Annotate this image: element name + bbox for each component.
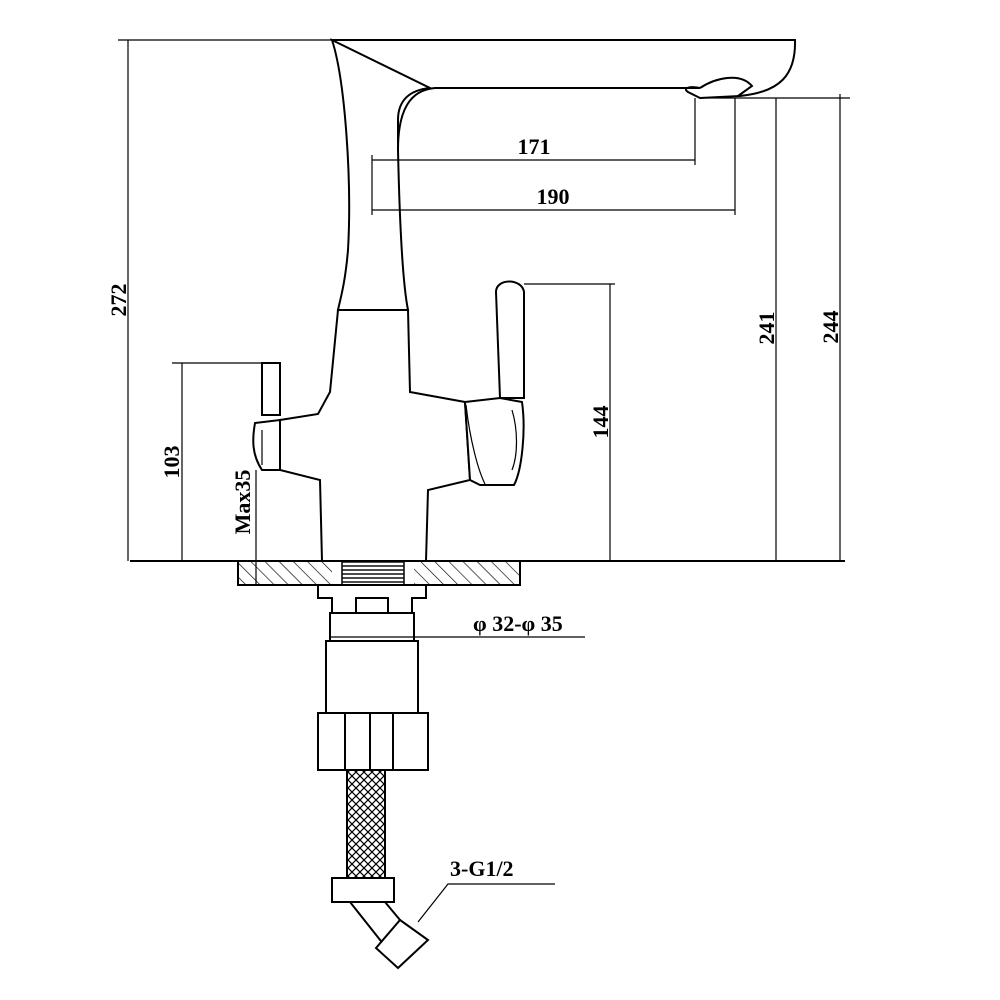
column [330, 38, 434, 311]
countertop [130, 560, 845, 586]
hose-elbow [374, 918, 430, 970]
hose-nut [331, 877, 395, 903]
dimension-lines [118, 39, 850, 923]
dim-lever-height: 144 [588, 406, 613, 439]
right-lever [463, 280, 525, 486]
faucet-body [252, 38, 797, 562]
dim-spout-reach-outer: 190 [537, 184, 570, 209]
left-handle [252, 362, 281, 471]
dim-outlet-height-b: 244 [818, 311, 843, 344]
braided-hose [346, 769, 386, 879]
dim-handle-height: 103 [159, 446, 184, 479]
mounting-assembly [317, 584, 430, 970]
dim-outlet-height-a: 241 [754, 312, 779, 345]
body-block [279, 309, 472, 562]
dim-spout-reach-inner: 171 [518, 134, 551, 159]
dim-max-thickness: Max35 [230, 470, 255, 535]
mounting-thread [341, 560, 405, 586]
dim-overall-height: 272 [106, 284, 131, 317]
dim-connection-thread: 3-G1/2 [450, 856, 514, 881]
dim-mount-hole-diameter: φ 32-φ 35 [473, 611, 563, 636]
